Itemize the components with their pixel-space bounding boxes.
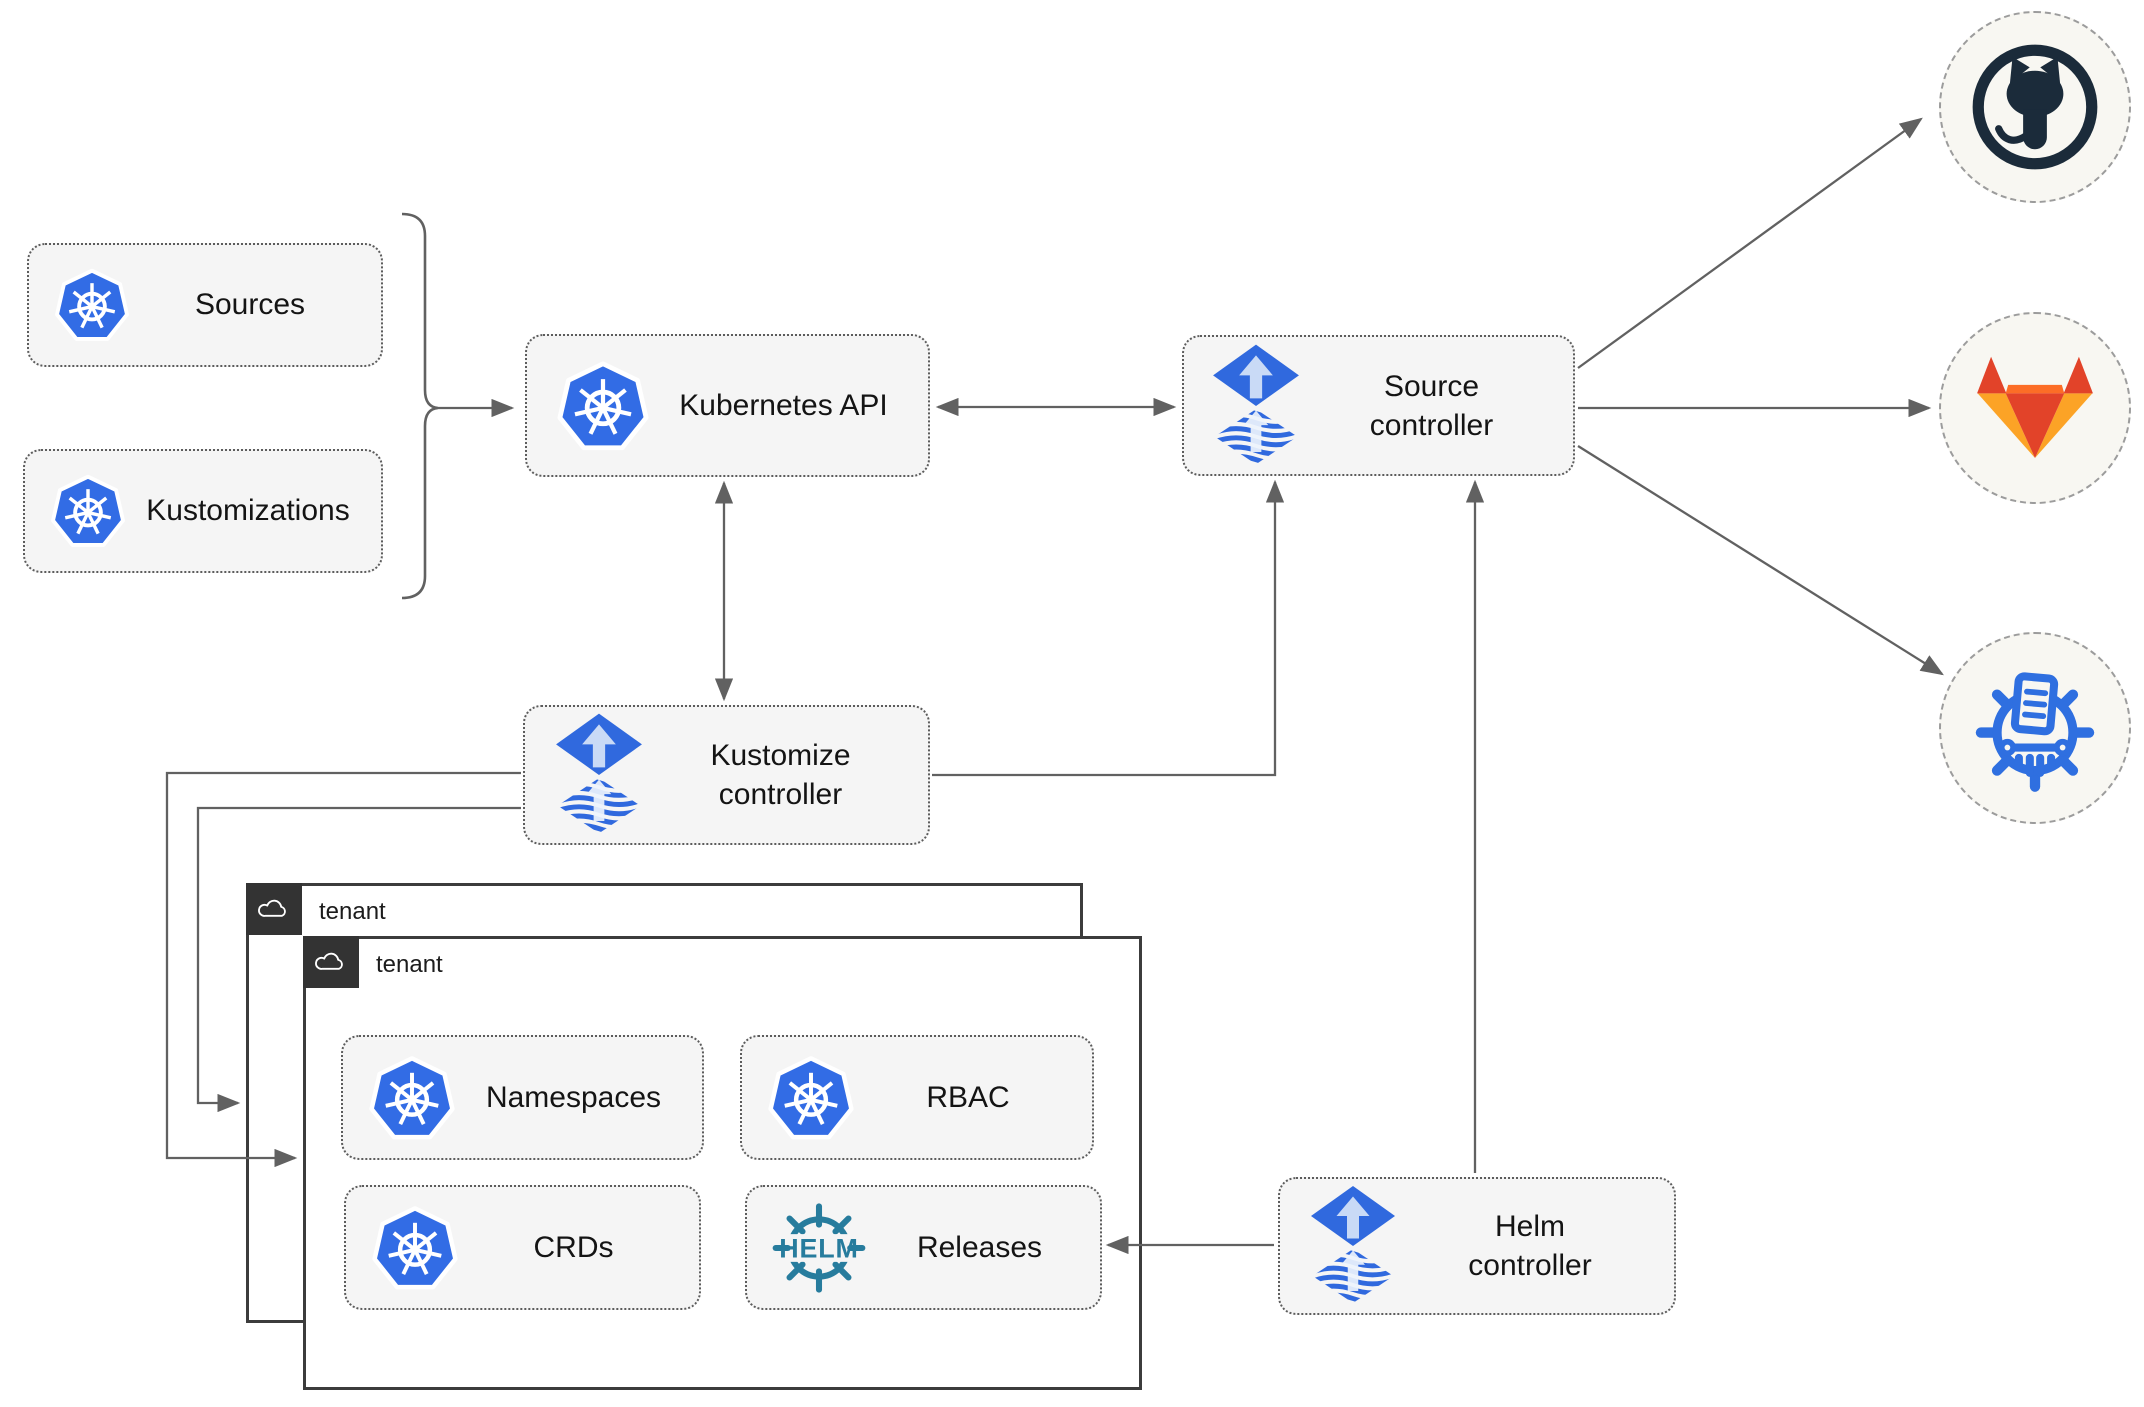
rbac-node: RBAC	[740, 1035, 1094, 1160]
kubernetes-api-node: Kubernetes API	[525, 334, 930, 477]
flux-icon	[553, 712, 645, 838]
helm-icon	[767, 1196, 871, 1300]
gitlab-node	[1939, 312, 2131, 504]
helm-controller-label: Helm controller	[1468, 1210, 1592, 1282]
bucket-registry-icon	[1966, 659, 2104, 797]
gitlab-icon	[1974, 353, 2096, 463]
kustomizations-label: Kustomizations	[146, 494, 350, 527]
releases-label: Releases	[916, 1230, 1043, 1264]
source-controller-label: Source controller	[1369, 369, 1494, 442]
flux-icon	[1308, 1184, 1398, 1308]
helm-controller-node: Helm controller	[1278, 1177, 1676, 1315]
crds-label: CRDs	[533, 1230, 614, 1264]
kubernetes-icon	[53, 266, 131, 344]
kubernetes-icon	[49, 472, 127, 550]
namespaces-label: Namespaces	[485, 1080, 662, 1114]
tenant-tab	[303, 936, 359, 988]
kubernetes-icon	[766, 1053, 856, 1143]
namespaces-node: Namespaces	[341, 1035, 704, 1160]
flux-icon	[1210, 343, 1302, 469]
kustomize-controller-label: Kustomize controller	[710, 739, 851, 811]
source-controller-node: Source controller	[1182, 335, 1575, 476]
edge-source-controller-to-github	[1577, 117, 1923, 369]
kubernetes-icon	[370, 1203, 460, 1293]
sources-node: Sources	[27, 243, 383, 367]
kustomizations-node: Kustomizations	[23, 449, 383, 573]
kubernetes-icon	[555, 358, 651, 454]
edge-kustomize-to-source-controller	[932, 479, 1285, 777]
releases-node: Releases	[745, 1185, 1102, 1310]
cloud-icon	[257, 898, 291, 920]
bucket-node	[1939, 632, 2131, 824]
edge-source-controller-to-bucket	[1577, 445, 1944, 676]
sources-label: Sources	[194, 288, 306, 321]
crds-node: CRDs	[344, 1185, 701, 1310]
github-icon	[1969, 41, 2101, 173]
cloud-icon	[314, 951, 348, 973]
tenant-label: tenant	[319, 898, 386, 925]
kubernetes-icon	[367, 1053, 457, 1143]
rbac-label: RBAC	[926, 1080, 1010, 1114]
kubernetes-api-label: Kubernetes API	[679, 388, 888, 422]
github-node	[1939, 11, 2131, 203]
tenant-front-container: tenant	[303, 936, 1142, 1390]
tenant-tab	[246, 883, 302, 935]
grouping-brace	[401, 212, 439, 600]
kustomize-controller-node: Kustomize controller	[523, 705, 930, 845]
tenant-label: tenant	[376, 951, 443, 978]
